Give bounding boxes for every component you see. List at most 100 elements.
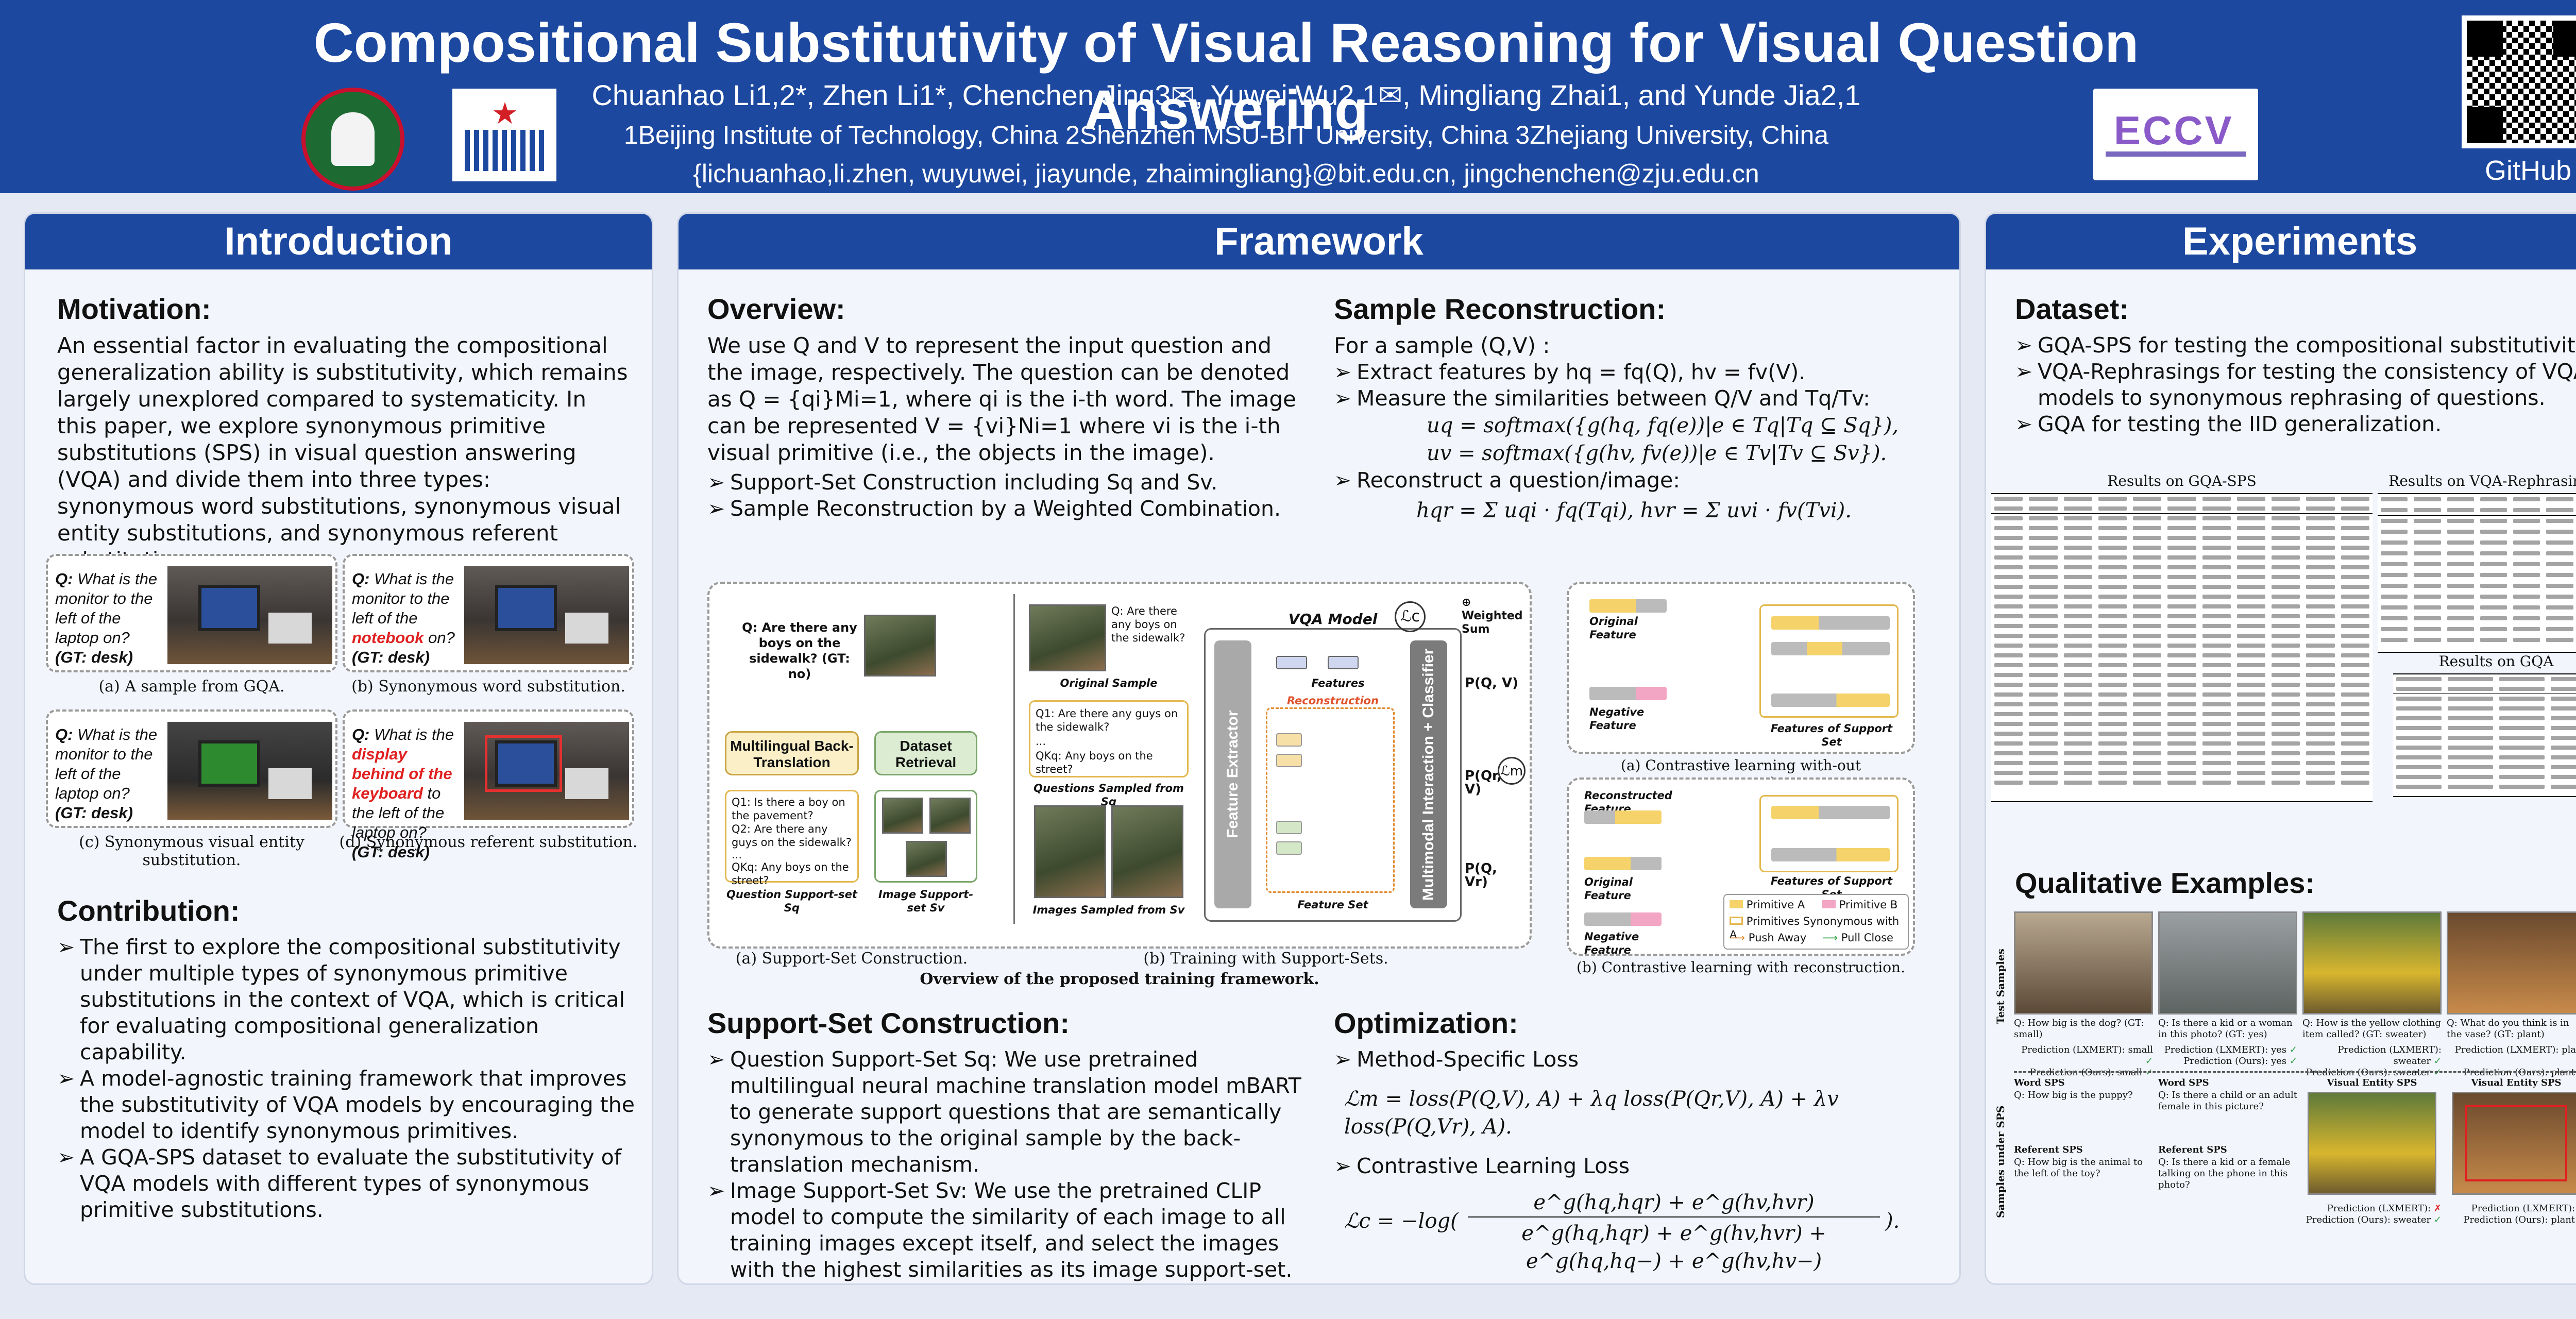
table-cell <box>2029 634 2058 638</box>
table-row <box>2393 743 2576 753</box>
table-cell <box>2306 702 2335 706</box>
legend-item: ⟶ Pull Close <box>1822 932 1893 944</box>
table-cell <box>2341 595 2369 599</box>
table-cell <box>2202 516 2231 520</box>
contrastive-figure-a: Original Feature Negative Feature Featur… <box>1567 582 1915 754</box>
table-row <box>2393 723 2576 733</box>
qualitative-caption: Q: What do you think is in the vase? (GT… <box>2447 1018 2569 1040</box>
table-cell <box>2341 614 2369 618</box>
table-cell <box>2551 765 2576 769</box>
table-cell <box>1994 751 2023 755</box>
table-cell <box>2272 595 2300 599</box>
author-list: Chuanhao Li1,2*, Zhen Li1*, Chenchen Jin… <box>591 79 1861 111</box>
table-cell <box>2133 614 2162 618</box>
table-cell <box>2513 551 2540 555</box>
example-panel-a: Q: What is the monitor to the left of th… <box>46 554 337 672</box>
table-cell <box>2513 497 2540 501</box>
list-item: Sample Reconstruction by a Weighted Comb… <box>707 496 1300 522</box>
table-cell <box>2551 746 2576 750</box>
table-cell <box>2167 692 2196 697</box>
table-cell <box>2236 565 2266 569</box>
table-cell <box>2202 702 2231 706</box>
table-cell <box>2499 775 2545 779</box>
table-cell <box>2202 595 2231 599</box>
table-cell <box>2341 781 2369 785</box>
example-image <box>167 722 332 820</box>
table-row <box>1991 494 2372 504</box>
table-cell <box>2381 595 2408 599</box>
table-cell <box>2133 595 2162 599</box>
feature-set-item <box>1276 733 1302 747</box>
table-cell <box>2306 565 2335 569</box>
features-label: Features <box>1311 677 1365 689</box>
table-cell <box>2551 716 2576 720</box>
table-cell <box>2272 702 2300 706</box>
table-cell <box>2306 781 2335 785</box>
table-row <box>1991 651 2372 661</box>
table-cell <box>2167 575 2196 579</box>
table-cell <box>2272 663 2300 667</box>
table-cell <box>2381 540 2408 545</box>
qr-code-icon[interactable] <box>2462 15 2576 148</box>
table-cell <box>2167 683 2196 687</box>
table-gqa <box>2393 673 2576 797</box>
visual-feature <box>1328 656 1359 669</box>
table-cell <box>2063 565 2092 569</box>
email-list: {lichuanhao,li.zhen, wuyuwei, jiayunde, … <box>693 159 1759 188</box>
contrastive-legend: Primitive A Primitive B Primitives Synon… <box>1723 894 1909 950</box>
table-cell <box>2414 508 2441 512</box>
table-cell <box>2063 536 2092 540</box>
table-row <box>1991 543 2372 553</box>
table-cell <box>2272 712 2300 716</box>
table-cell <box>2306 624 2335 628</box>
example-question: Q: What is the monitor to the left of th… <box>55 570 158 666</box>
table-cell <box>2098 526 2127 530</box>
method-loss-node: ℒm <box>1498 757 1526 785</box>
table-cell <box>2098 644 2127 648</box>
table-cell <box>2029 683 2058 687</box>
table-cell <box>2202 751 2231 755</box>
table-cell <box>2063 585 2092 589</box>
table-cell <box>2513 540 2540 545</box>
table-cell <box>2306 751 2335 755</box>
table-cell <box>2236 781 2266 785</box>
table-cell <box>2306 614 2335 618</box>
table-cell <box>2480 616 2507 620</box>
table-cell <box>2306 653 2335 657</box>
msu-bit-logo-icon: ★ <box>452 89 556 181</box>
table-row <box>1991 533 2372 543</box>
example-caption-c: (c) Synonymous visual entity substitutio… <box>79 833 304 869</box>
table-cell <box>2513 530 2540 534</box>
table-cell <box>2546 551 2573 555</box>
table-cell <box>2133 565 2162 569</box>
table-cell <box>2202 614 2231 618</box>
table-cell <box>2029 585 2058 589</box>
table-cell <box>2513 508 2540 512</box>
support-image <box>929 798 971 834</box>
support-question: Q1: Is there a boy on the pavement? <box>732 796 845 822</box>
table-cell <box>2306 497 2335 501</box>
support-feature-bar <box>1771 806 1890 819</box>
list-item: A GQA-SPS dataset to evaluate the substi… <box>57 1144 639 1223</box>
table-cell <box>2133 624 2162 628</box>
table-cell <box>2133 702 2162 706</box>
table-row <box>2378 548 2576 559</box>
table-cell <box>2029 595 2058 599</box>
table-cell <box>2098 595 2127 599</box>
list-item: Extract features by hq = fq(Q), hv = fv(… <box>1334 359 1942 385</box>
framework-heading: Framework <box>679 214 1959 269</box>
table-row <box>1991 661 2372 670</box>
equation-contrastive-loss: ℒc = −log( e^g(hq,hqr) + e^g(hv,hvr) e^g… <box>1334 1189 1942 1273</box>
table-row <box>1991 719 2372 729</box>
bit-logo-icon <box>301 88 404 191</box>
weighted-sum-label: ⊕ Weighted Sum <box>1462 596 1523 636</box>
qualitative-caption: Q: How big is the dog? (GT: small) <box>2014 1018 2144 1040</box>
table-cell <box>2414 616 2441 620</box>
table-cell <box>2063 634 2092 638</box>
table-cell <box>2063 781 2092 785</box>
table-cell <box>2341 712 2369 716</box>
table-cell <box>2063 722 2092 726</box>
table-cell <box>2480 551 2507 555</box>
sampled-questions-label: Questions Sampled from Sq <box>1033 782 1184 808</box>
github-link[interactable]: GitHub <box>2484 155 2572 186</box>
